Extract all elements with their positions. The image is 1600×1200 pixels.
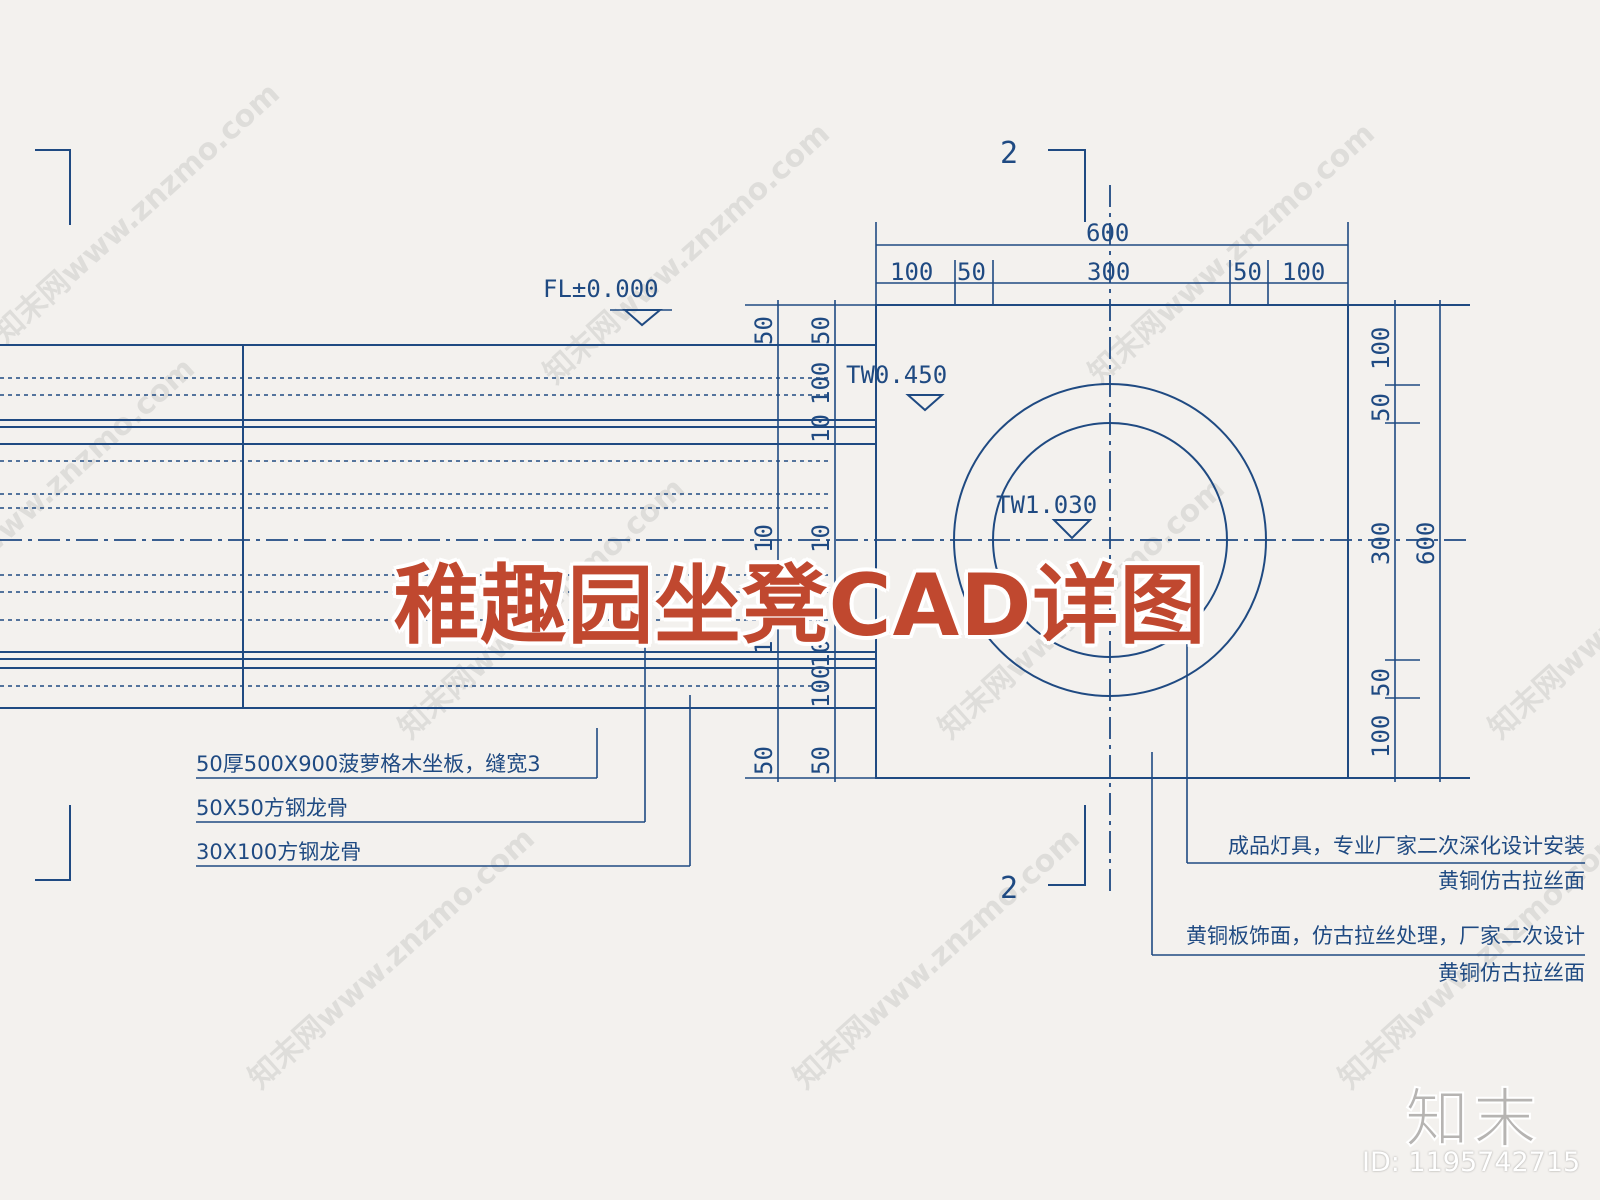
bench-elevation bbox=[0, 344, 1470, 709]
note-brass-plate: 黄铜板饰面，仿古拉丝处理，厂家二次设计 bbox=[1186, 924, 1585, 948]
dim-label: 100 bbox=[1367, 715, 1395, 758]
page-title: 稚趣园坐凳CAD详图 bbox=[393, 556, 1207, 656]
dim-label: 10 bbox=[807, 414, 835, 443]
note-lamp: 成品灯具，专业厂家二次深化设计安装 bbox=[1228, 834, 1585, 858]
dim-label: 100 bbox=[1367, 327, 1395, 370]
level-tw-seat: TW0.450 bbox=[846, 361, 947, 389]
section-bracket-top-left bbox=[35, 149, 71, 225]
dim-label: 50 bbox=[750, 316, 778, 345]
dim-label: 100 bbox=[807, 665, 835, 708]
dim-label: 100 bbox=[890, 258, 933, 286]
watermark: 知末网www.znzmo.com bbox=[537, 116, 837, 391]
dim-label: 50 bbox=[1367, 393, 1395, 422]
dim-label: 50 bbox=[807, 316, 835, 345]
level-tw-lamp: TW1.030 bbox=[996, 491, 1097, 519]
dim-label: 600 bbox=[1412, 522, 1440, 565]
dim-label: 100 bbox=[1282, 258, 1325, 286]
plan-view bbox=[875, 185, 1470, 895]
left-notes: 50厚500X900菠萝格木坐板，缝宽3 50X50方钢龙骨 30X100方钢龙… bbox=[196, 640, 691, 867]
note-brass-2: 黄铜仿古拉丝面 bbox=[1438, 961, 1585, 985]
dim-label: 100 bbox=[807, 362, 835, 405]
watermark: 知末网www.znzmo.com bbox=[1082, 116, 1382, 391]
left-dimensions: 50 10 10 50 50 100 10 10 10 100 50 bbox=[745, 300, 876, 782]
dim-label: 10 bbox=[750, 626, 778, 655]
section-mark-top: 2 bbox=[1000, 136, 1018, 171]
level-fl: FL±0.000 bbox=[543, 275, 659, 303]
dim-label: 300 bbox=[1087, 258, 1130, 286]
dim-label: 50 bbox=[750, 746, 778, 775]
image-id: ID: 1195742715 bbox=[1362, 1147, 1581, 1178]
section-marks: 2 2 bbox=[1000, 136, 1086, 906]
dim-label: 300 bbox=[1367, 522, 1395, 565]
note-seat-board: 50厚500X900菠萝格木坐板，缝宽3 bbox=[196, 752, 541, 776]
dim-label: 10 bbox=[807, 639, 835, 668]
watermark: 知末网www.znzmo.com bbox=[787, 821, 1087, 1096]
dim-label: 10 bbox=[807, 524, 835, 553]
dim-label: 50 bbox=[1367, 668, 1395, 697]
dim-label: 10 bbox=[750, 524, 778, 553]
right-dimensions: 100 50 300 50 100 600 bbox=[1367, 300, 1441, 782]
level-markers: FL±0.000 TW0.450 TW1.030 bbox=[543, 275, 1097, 540]
note-brass-1: 黄铜仿古拉丝面 bbox=[1438, 869, 1585, 893]
note-steel-keel-30: 30X100方钢龙骨 bbox=[196, 840, 361, 864]
brand-logo: 知末 bbox=[1404, 1082, 1541, 1158]
section-mark-bottom: 2 bbox=[1000, 871, 1018, 906]
dim-label: 600 bbox=[1086, 219, 1129, 247]
dim-label: 50 bbox=[807, 746, 835, 775]
dim-label: 50 bbox=[957, 258, 986, 286]
dim-label: 50 bbox=[1233, 258, 1262, 286]
right-notes: 成品灯具，专业厂家二次深化设计安装 黄铜仿古拉丝面 黄铜板饰面，仿古拉丝处理，厂… bbox=[1151, 640, 1585, 985]
top-dimensions: 600 100 50 300 50 100 bbox=[875, 219, 1349, 305]
watermark: 知末网www.znzmo.com bbox=[0, 76, 287, 351]
section-bracket-bottom-left bbox=[35, 805, 71, 881]
note-steel-keel-50: 50X50方钢龙骨 bbox=[196, 796, 348, 820]
